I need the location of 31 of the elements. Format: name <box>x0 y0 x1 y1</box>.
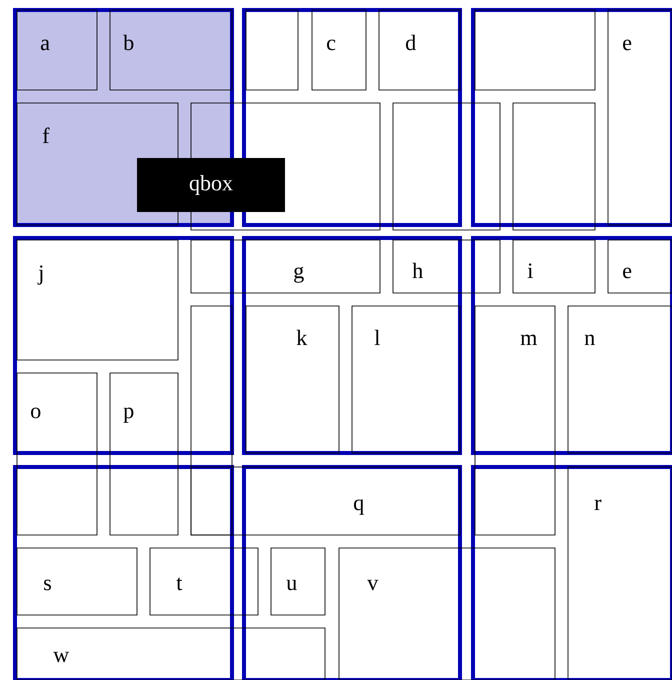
empty-box <box>512 102 596 230</box>
letter-box: i <box>512 240 596 294</box>
letter-box: d <box>378 10 460 90</box>
empty-box <box>392 102 500 230</box>
letter-box: q <box>190 466 460 536</box>
letter-box: s <box>16 548 138 616</box>
letter-box: o <box>16 372 98 536</box>
letter-box: e <box>608 240 672 294</box>
letter-box: r <box>568 466 672 680</box>
letter-box: a <box>16 10 98 90</box>
letter-box: f <box>16 102 178 226</box>
empty-box <box>474 10 596 90</box>
letter-box: t <box>150 548 258 616</box>
empty-box <box>190 102 380 230</box>
letter-box: p <box>110 372 178 536</box>
letter-box: b <box>110 10 232 90</box>
letter-box: g <box>190 240 380 294</box>
letter-box: v <box>338 548 556 680</box>
letter-box: l <box>352 306 460 454</box>
empty-box <box>190 306 232 536</box>
letter-box: e <box>608 10 672 226</box>
empty-box <box>246 10 298 90</box>
letter-box: m <box>474 306 556 536</box>
letter-box: n <box>568 306 672 454</box>
letter-box: c <box>312 10 366 90</box>
letter-box: h <box>392 240 500 294</box>
letter-box: w <box>16 628 326 680</box>
letter-box: j <box>16 240 178 360</box>
letter-box: u <box>270 548 326 616</box>
letter-box: k <box>246 306 340 454</box>
text-box: qbox <box>137 158 285 212</box>
